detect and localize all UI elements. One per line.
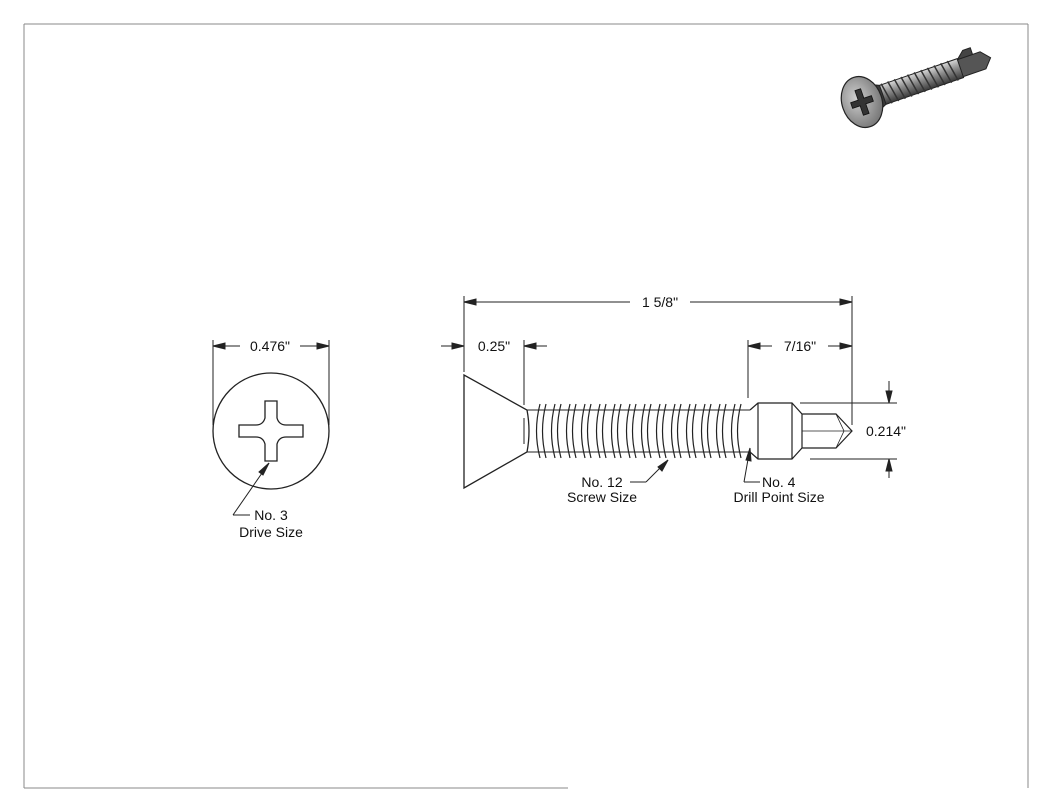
screw-size-leader	[630, 459, 669, 483]
overall-length-label: 1 5/8"	[642, 294, 678, 310]
drill-size-leader	[743, 447, 760, 483]
sheet-border	[23, 23, 1029, 789]
drill-diameter-dimension	[800, 381, 897, 478]
screw-head-outline	[212, 372, 330, 490]
countersunk-head	[463, 373, 530, 490]
phillips-drive-recess	[238, 400, 304, 462]
head-diameter-label: 0.476"	[250, 338, 290, 354]
drill-length-dimension	[747, 340, 853, 398]
drill-point	[749, 402, 853, 460]
screw-size-line2: Screw Size	[567, 489, 637, 505]
head-diameter-dimension	[212, 340, 330, 425]
drill-size-line1: No. 4	[762, 474, 796, 490]
drill-size-line2: Drill Point Size	[733, 489, 824, 505]
head-height-label: 0.25"	[478, 338, 510, 354]
isometric-screw-thumbnail	[840, 47, 992, 129]
drive-size-line2: Drive Size	[239, 524, 303, 540]
threads	[535, 403, 742, 459]
screw-size-line1: No. 12	[581, 474, 622, 490]
drill-diameter-label: 0.214"	[866, 423, 906, 439]
side-view	[441, 296, 897, 490]
drive-size-leader	[232, 462, 270, 516]
drill-length-label: 7/16"	[784, 338, 816, 354]
drive-size-line1: No. 3	[254, 507, 288, 523]
head-height-dimension	[441, 340, 547, 405]
end-view	[212, 340, 330, 516]
